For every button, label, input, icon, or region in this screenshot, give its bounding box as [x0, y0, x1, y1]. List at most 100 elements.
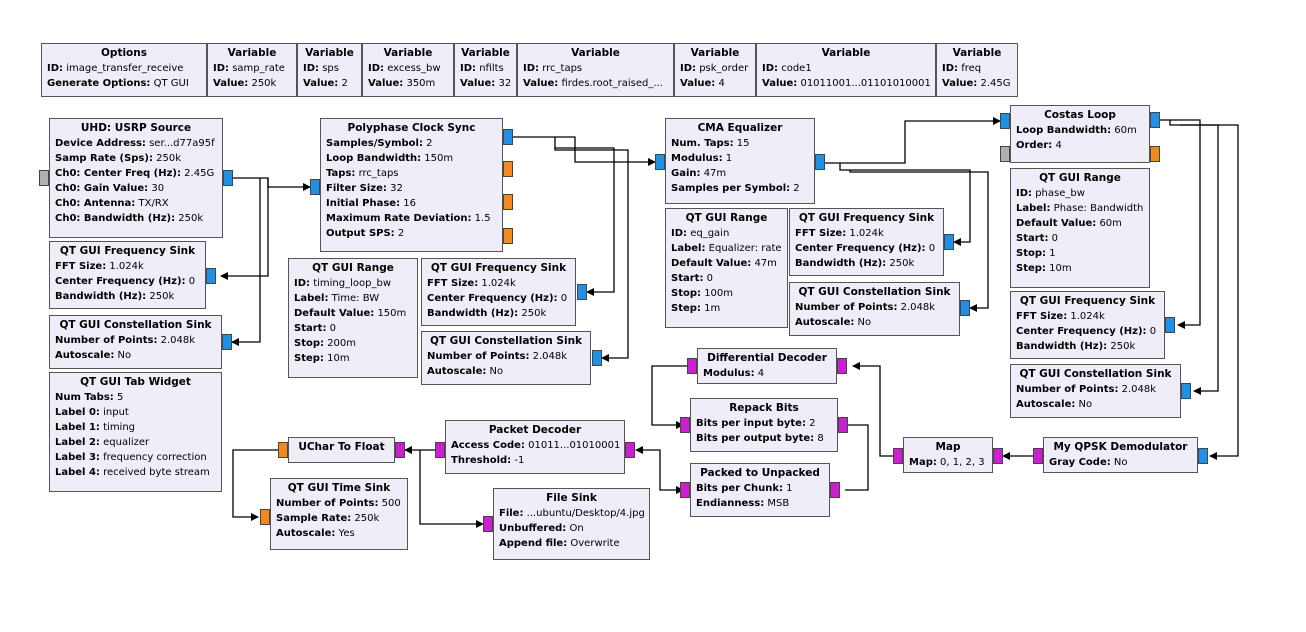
clocksync-phase-port[interactable]: [503, 228, 513, 244]
param-value: 10m: [323, 353, 350, 364]
cma-equalizer-block[interactable]: CMA Equalizer Num. Taps: 15 Modulus: 1 G…: [665, 118, 815, 204]
variable-code1-block[interactable]: Variable ID: code1 Value: 01011001...011…: [756, 43, 936, 97]
unpacked-in-port[interactable]: [830, 482, 840, 498]
repack-in-port[interactable]: [680, 417, 690, 433]
cma-out-port[interactable]: [815, 154, 825, 170]
map-block[interactable]: Map Map: 0, 1, 2, 3: [903, 437, 993, 473]
param-key: Samples/Symbol:: [326, 138, 423, 149]
block-param: ID: eq_gain: [671, 226, 782, 241]
freqsink1-in-port[interactable]: [206, 268, 216, 284]
param-value: 350m: [403, 78, 436, 89]
uchar-out-port[interactable]: [278, 442, 288, 458]
wire-costas-to-demod: [1180, 124, 1239, 460]
qpsk-demodulator-block[interactable]: My QPSK Demodulator Gray Code: No: [1043, 437, 1198, 473]
packet-decoder-block[interactable]: Packet Decoder Access Code: 01011...0101…: [445, 420, 625, 474]
constsink4-in-port[interactable]: [1181, 383, 1191, 399]
freq-sink-input-block[interactable]: QT GUI Frequency Sink FFT Size: 1.024k C…: [49, 241, 206, 309]
constsink2-in-port[interactable]: [592, 350, 602, 366]
freq-sink-timing-block[interactable]: QT GUI Frequency Sink FFT Size: 1.024k C…: [421, 258, 576, 326]
param-value: No: [1110, 457, 1128, 468]
freq-sink-costas-block[interactable]: QT GUI Frequency Sink FFT Size: 1.024k C…: [1010, 291, 1165, 359]
block-param: Num. Taps: 15: [671, 136, 809, 151]
costas-loop-block[interactable]: Costas Loop Loop Bandwidth: 60m Order: 4: [1010, 105, 1150, 163]
freqsink3-in-port[interactable]: [944, 234, 954, 250]
param-key: Device Address:: [55, 138, 146, 149]
freq-sink-equalizer-block[interactable]: QT GUI Frequency Sink FFT Size: 1.024k C…: [789, 208, 944, 276]
file-sink-block[interactable]: File Sink File: ...ubuntu/Desktop/4.jpg …: [493, 488, 650, 560]
const-sink-timing-block[interactable]: QT GUI Constellation Sink Number of Poin…: [421, 331, 591, 385]
tab-widget-block[interactable]: QT GUI Tab Widget Num Tabs: 5 Label 0: i…: [49, 372, 222, 492]
variable-nfilts-block[interactable]: Variable ID: nfilts Value: 32: [454, 43, 517, 97]
costas-in-port[interactable]: [1000, 113, 1010, 129]
const-sink-equalizer-block[interactable]: QT GUI Constellation Sink Number of Poin…: [789, 282, 960, 336]
freqsink4-in-port[interactable]: [1165, 317, 1175, 333]
param-value: 0: [925, 243, 936, 254]
repack-bits-block[interactable]: Repack Bits Bits per input byte: 2 Bits …: [690, 398, 838, 452]
block-title: QT GUI Range: [1039, 172, 1121, 184]
packetdec-in-port[interactable]: [625, 442, 635, 458]
constsink3-in-port[interactable]: [960, 300, 970, 316]
param-value: 100m: [701, 288, 734, 299]
block-title: Variable: [227, 47, 277, 59]
demod-out-port[interactable]: [1033, 448, 1043, 464]
block-param: Step: 10m: [1016, 261, 1144, 276]
packetdec-out-port[interactable]: [435, 442, 445, 458]
uchar-to-float-block[interactable]: UChar To Float: [288, 437, 395, 463]
block-param: Loop Bandwidth: 150m: [326, 151, 497, 166]
demod-in-port[interactable]: [1198, 448, 1208, 464]
clocksync-out-port[interactable]: [503, 129, 513, 145]
variable-sps-block[interactable]: Variable ID: sps Value: 2: [297, 43, 362, 97]
param-value: psk_order: [696, 63, 749, 74]
diffdec-out-port[interactable]: [687, 358, 697, 374]
clocksync-err-port[interactable]: [503, 161, 513, 177]
const-sink-input-block[interactable]: QT GUI Constellation Sink Number of Poin…: [49, 315, 222, 369]
param-value: image_transfer_receive: [63, 63, 184, 74]
param-value: No: [114, 350, 132, 361]
range-eq-block[interactable]: QT GUI Range ID: eq_gain Label: Equalize…: [665, 208, 788, 328]
block-param: Start: 0: [294, 321, 412, 336]
usrp-command-port[interactable]: [39, 170, 49, 186]
variable-excess-bw-block[interactable]: Variable ID: excess_bw Value: 350m: [362, 43, 454, 97]
usrp-out-port[interactable]: [223, 170, 233, 186]
range-phase-block[interactable]: QT GUI Range ID: phase_bw Label: Phase: …: [1010, 168, 1150, 288]
costas-cmd-port[interactable]: [1000, 146, 1010, 162]
param-value: 1.024k: [106, 261, 144, 272]
param-key: Stop:: [294, 338, 325, 349]
time-sink-block[interactable]: QT GUI Time Sink Number of Points: 500 S…: [270, 478, 408, 550]
param-value: 250k: [175, 213, 204, 224]
block-param: Modulus: 1: [671, 151, 809, 166]
param-value: 60m: [1111, 125, 1137, 136]
clocksync-rate-port[interactable]: [503, 194, 513, 210]
map-in-port[interactable]: [993, 448, 1003, 464]
costas-out-port[interactable]: [1150, 112, 1160, 128]
unpacked-out-port[interactable]: [680, 482, 690, 498]
param-value: code1: [778, 63, 812, 74]
param-value: 1: [722, 153, 733, 164]
uhd-usrp-source-block[interactable]: UHD: USRP Source Device Address: ser...d…: [49, 118, 223, 238]
packed-to-unpacked-block[interactable]: Packed to Unpacked Bits per Chunk: 1 End…: [690, 463, 830, 517]
range-timing-block[interactable]: QT GUI Range ID: timing_loop_bw Label: T…: [288, 258, 418, 378]
param-key: Bits per Chunk:: [696, 483, 783, 494]
variable-psk-order-block[interactable]: Variable ID: psk_order Value: 4: [674, 43, 756, 97]
polyphase-clock-sync-block[interactable]: Polyphase Clock Sync Samples/Symbol: 2 L…: [320, 118, 503, 252]
filesink-in-port[interactable]: [483, 516, 493, 532]
constsink1-in-port[interactable]: [222, 334, 232, 350]
diffdec-in-port[interactable]: [837, 358, 847, 374]
repack-out-port[interactable]: [838, 417, 848, 433]
differential-decoder-block[interactable]: Differential Decoder Modulus: 4: [697, 348, 837, 384]
block-param: Modulus: 4: [703, 366, 831, 381]
block-param: Value: 01011001...01101010001: [762, 76, 931, 91]
block-param: FFT Size: 1.024k: [795, 226, 938, 241]
variable-freq-block[interactable]: Variable ID: freq Value: 2.45G: [936, 43, 1018, 97]
cma-in-port[interactable]: [655, 154, 665, 170]
uchar-in-port[interactable]: [395, 442, 405, 458]
costas-freq-port[interactable]: [1150, 146, 1160, 162]
const-sink-costas-block[interactable]: QT GUI Constellation Sink Number of Poin…: [1010, 364, 1181, 418]
clocksync-in-port[interactable]: [310, 179, 320, 195]
variable-rrc-taps-block[interactable]: Variable ID: rrc_taps Value: firdes.root…: [517, 43, 674, 97]
freqsink2-in-port[interactable]: [577, 284, 587, 300]
timesink-in-port[interactable]: [260, 509, 270, 525]
options-block[interactable]: Options ID: image_transfer_receive Gener…: [41, 43, 207, 97]
variable-samp-rate-block[interactable]: Variable ID: samp_rate Value: 250k: [207, 43, 297, 97]
map-out-port[interactable]: [893, 448, 903, 464]
